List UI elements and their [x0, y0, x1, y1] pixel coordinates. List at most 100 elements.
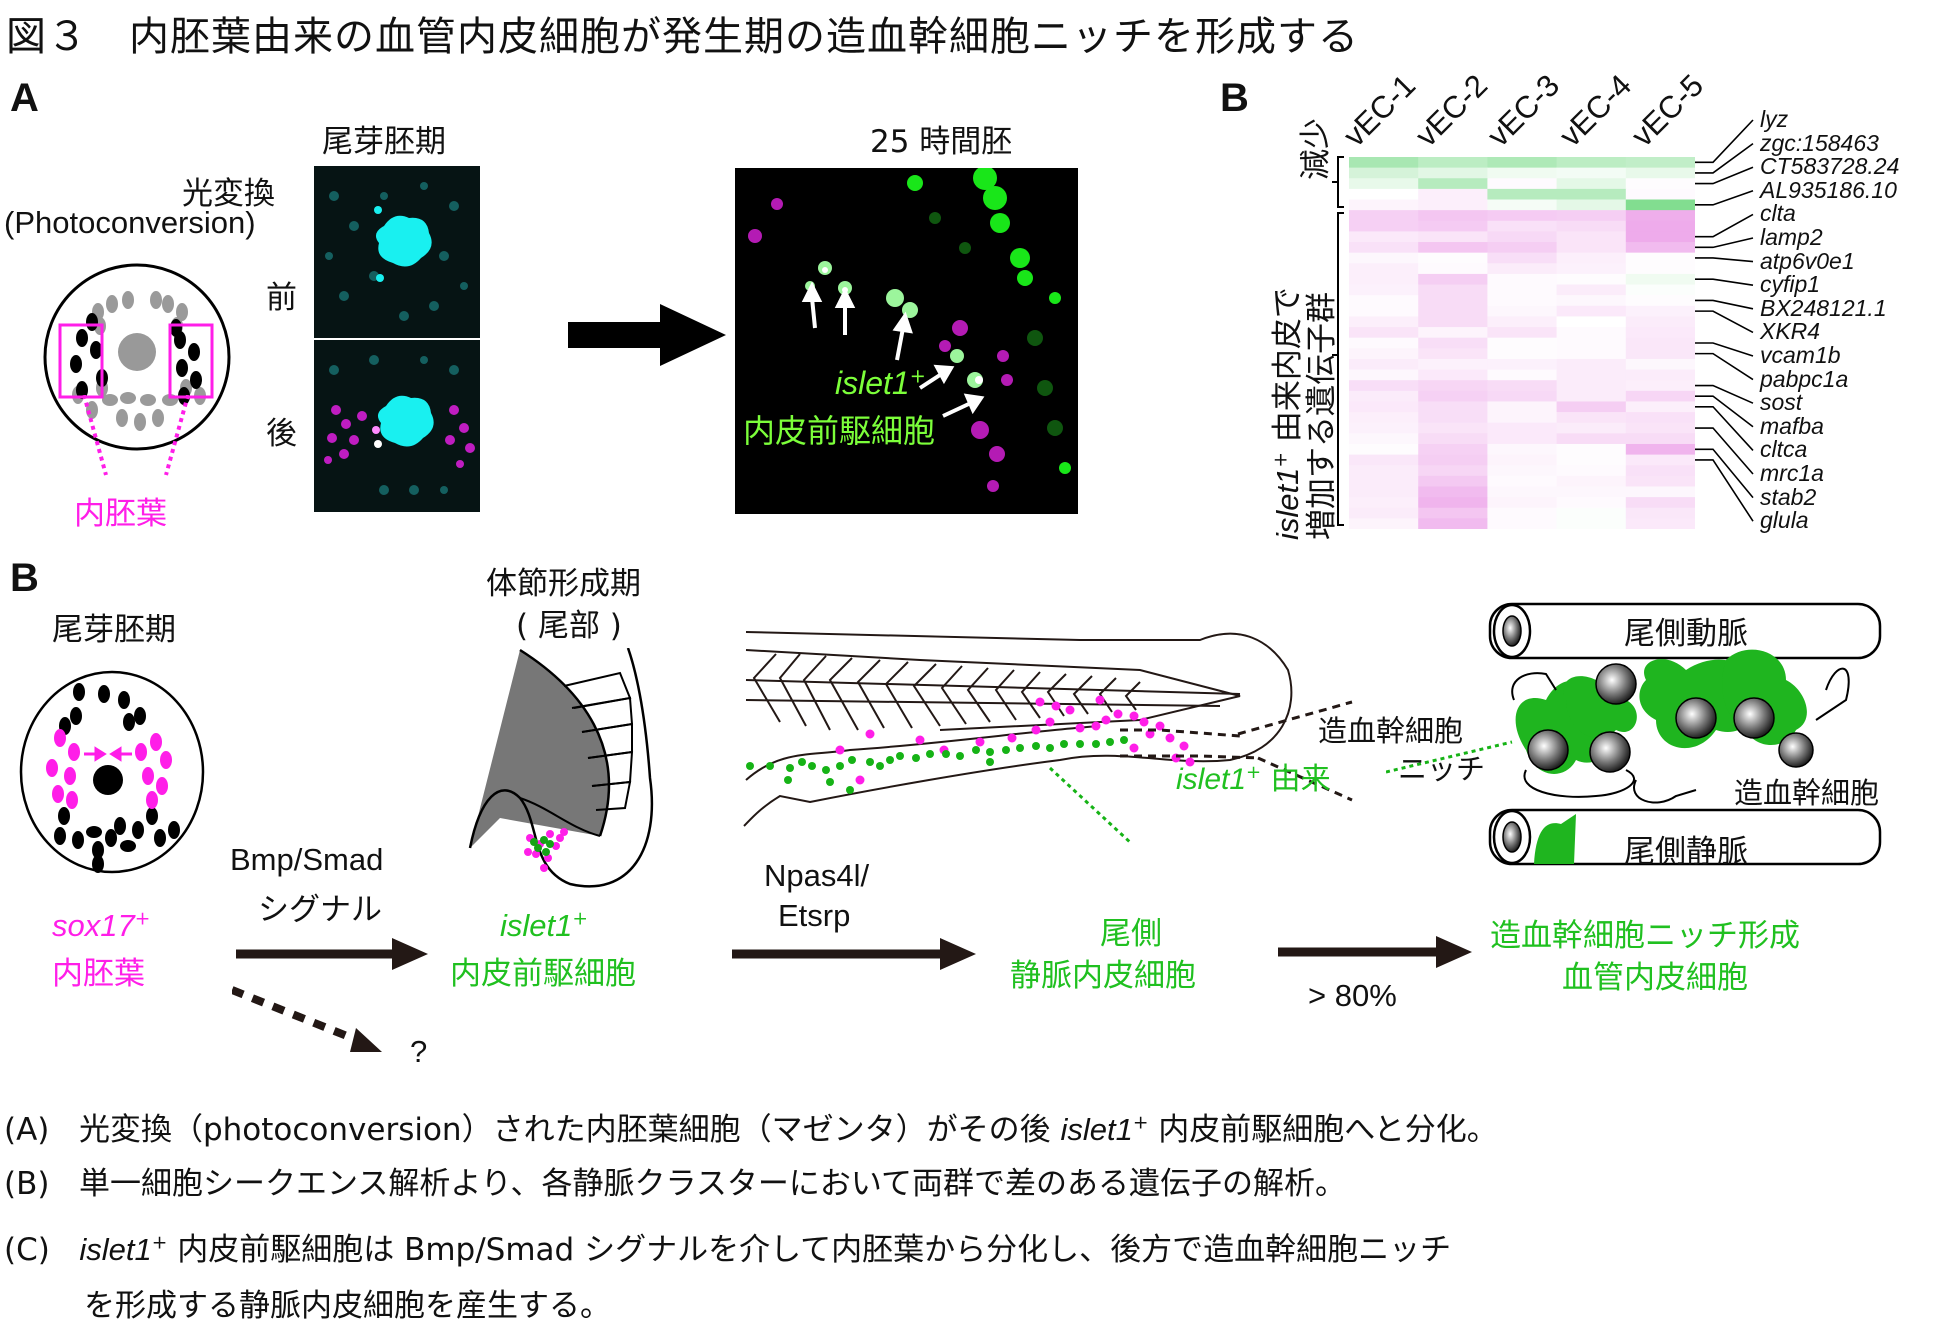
heatmap-cell — [1487, 220, 1558, 232]
gene-leader-line — [1695, 405, 1754, 451]
heatmap-cell — [1349, 337, 1419, 349]
magenta-cell-dot — [975, 737, 985, 747]
gene-leader-line — [1695, 459, 1754, 522]
right-photoconversion-box — [168, 323, 214, 399]
heatmap-cell — [1625, 412, 1695, 424]
heatmap-cell — [1418, 178, 1488, 190]
heatmap-cell — [1418, 337, 1488, 349]
heatmap-cell — [1625, 369, 1695, 381]
gray-cells — [72, 291, 206, 431]
c-tailbud-embryo — [19, 670, 205, 874]
c-arrows-1 — [232, 938, 428, 1052]
green-cell-dot — [866, 758, 874, 766]
heatmap-cell — [1556, 295, 1627, 307]
c-islet1-sup: + — [572, 908, 588, 930]
gene-leader-line — [1695, 310, 1754, 334]
micrograph-25h: islet1+ 内皮前駆細胞 — [735, 168, 1078, 514]
heatmap-cell — [1418, 210, 1488, 222]
green-cell-dot — [784, 776, 792, 784]
heatmap-cell — [1349, 305, 1419, 317]
heatmap-cell — [1349, 157, 1419, 169]
magenta-cell-dot — [915, 735, 925, 745]
col-label-vec4: vEC-4 — [1552, 67, 1639, 154]
heatmap-cell — [1625, 199, 1695, 211]
green-cell-dot — [972, 746, 980, 754]
left-photoconversion-box — [58, 323, 104, 399]
magenta-cell-dot — [1179, 741, 1189, 751]
heatmap-cell — [1487, 454, 1558, 466]
gene-label: XKR4 — [1760, 318, 1821, 345]
green-cell-dot — [1060, 740, 1068, 748]
heatmap-cell — [1556, 210, 1627, 222]
caudal-vein-label: 尾側静脈 — [1624, 834, 1748, 870]
gene-leader-line — [1695, 427, 1754, 475]
c-endoderm-label: 内胚葉 — [52, 956, 145, 992]
heatmap-cell — [1625, 380, 1695, 392]
heatmap-cell — [1487, 305, 1558, 317]
heatmap-cell — [1625, 178, 1695, 190]
heatmap-cell — [1556, 263, 1627, 275]
sox17-label: sox17+ — [52, 908, 150, 944]
col-label-vec2: vEC-2 — [1408, 67, 1495, 154]
heatmap-cell — [1556, 465, 1627, 477]
heatmap-cell — [1418, 167, 1488, 179]
micrograph-before — [314, 166, 480, 338]
heatmap-cell — [1556, 167, 1627, 179]
heatmap-cell — [1625, 263, 1695, 275]
heatmap-cell — [1349, 390, 1419, 402]
green-cell-dot — [822, 766, 830, 774]
heatmap-cell — [1556, 199, 1627, 211]
heatmap-cell — [1349, 252, 1419, 264]
heatmap-cell — [1625, 475, 1695, 487]
tail-schematic — [743, 631, 1353, 846]
heatmap-cell — [1487, 167, 1558, 179]
heatmap-cell — [1418, 157, 1488, 169]
heatmap-cell — [1418, 188, 1488, 201]
magenta-cell-dot — [1145, 729, 1155, 739]
gene-label: BX248121.1 — [1760, 294, 1887, 321]
heatmap-cell — [1349, 295, 1419, 307]
col-label-vec1: vEC-1 — [1336, 67, 1423, 154]
green-cell-dot — [786, 764, 794, 772]
heatmap-cell — [1487, 401, 1558, 413]
heatmap-cell — [1418, 390, 1488, 402]
heatmap-cell — [1556, 390, 1627, 402]
magenta-cell-dot — [1155, 721, 1165, 731]
gene-label: clta — [1760, 200, 1796, 227]
heatmap-cell — [1418, 220, 1488, 232]
heatmap-cell — [1556, 369, 1627, 381]
embryo-center — [118, 333, 156, 371]
green-cell-dot — [1076, 740, 1084, 748]
gene-label: mafba — [1760, 412, 1824, 439]
heatmap-cell — [1418, 486, 1488, 498]
percent-arrow — [1278, 936, 1472, 968]
islet1-label: islet1 — [835, 365, 910, 401]
magenta-cell-dot — [1035, 697, 1045, 707]
col-label-vec3: vEC-3 — [1480, 67, 1567, 154]
heatmap-cell — [1487, 422, 1558, 434]
heatmap-cell — [1349, 327, 1419, 339]
etsrp-label: Etsrp — [778, 898, 851, 933]
heatmap-cell — [1487, 380, 1558, 392]
heatmap-cell — [1556, 507, 1627, 519]
heatmap-cell — [1418, 242, 1488, 254]
heatmap-cell — [1487, 157, 1558, 169]
gene-leader-line — [1695, 384, 1754, 404]
caption-a-text2: 内皮前駆細胞へと分化。 — [1148, 1112, 1498, 1148]
somite-chevrons — [752, 653, 1141, 731]
gene-label: zgc:158463 — [1760, 129, 1879, 156]
npas4l-label: Npas4l/ — [764, 858, 870, 893]
heatmap-cell — [1556, 242, 1627, 254]
heatmap-cell — [1418, 263, 1488, 275]
heatmap-cell — [1349, 422, 1419, 434]
heatmap-cell — [1625, 507, 1695, 519]
magenta-cell-dot — [1101, 715, 1111, 725]
heatmap-cell — [1556, 178, 1627, 190]
caudal-label: 尾側 — [1100, 916, 1162, 952]
heatmap-cell — [1487, 273, 1558, 286]
caption-b-text: 単一細胞シークエンス解析より、各静脈クラスターにおいて両群で差のある遺伝子の解析… — [79, 1166, 1346, 1202]
caudal-artery-label: 尾側動脈 — [1624, 616, 1748, 652]
heatmap-cell — [1487, 433, 1558, 445]
green-cell-dot — [876, 762, 884, 770]
magenta-cell-dot — [1113, 709, 1123, 719]
